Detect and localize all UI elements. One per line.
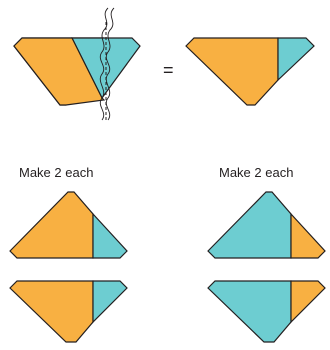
equals-sign: = [163,60,174,80]
left-down-orange [9,280,94,343]
right-down-orange [290,280,326,324]
left-down-teal [92,280,128,324]
stitch-thread-right [105,7,115,121]
right-up-orange [290,212,326,259]
right-down-teal [207,280,292,343]
left-up-teal [92,212,128,259]
set-right [207,191,326,343]
overlap-unit [13,7,141,122]
orange-overlap-region [13,37,106,106]
result-unit [185,37,315,106]
stitch-thread-left [99,7,109,121]
left-up-orange [9,191,94,259]
result-teal [277,37,315,82]
set-left [9,191,128,343]
label-left: Make 2 each [19,165,94,180]
right-up-teal [207,191,292,259]
label-right: Make 2 each [219,165,294,180]
result-orange [185,37,279,106]
